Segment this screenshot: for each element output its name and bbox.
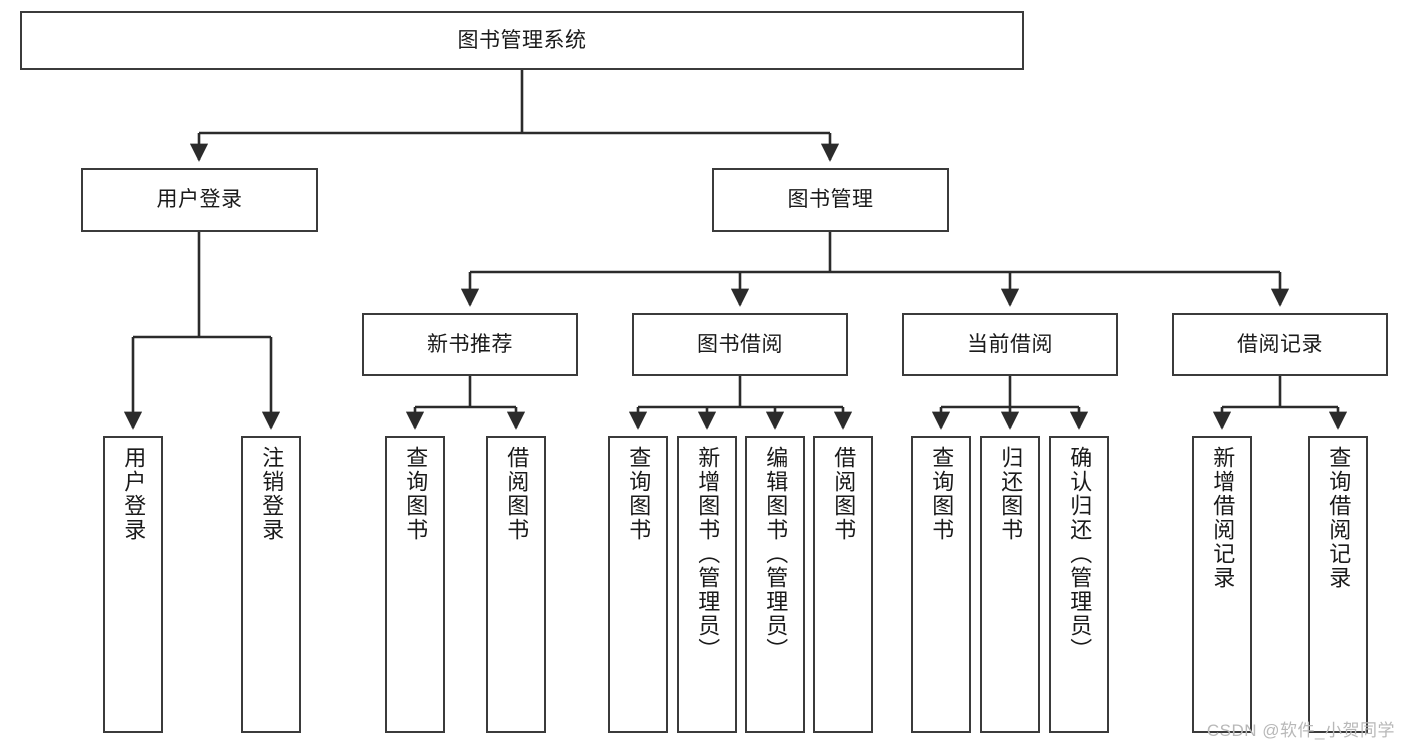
node-label: 确认归还（管理员） xyxy=(1067,446,1093,662)
leaf-new-book-query-book[interactable]: 查询图书 xyxy=(385,436,445,733)
leaf-current-return-book[interactable]: 归还图书 xyxy=(980,436,1040,733)
leaf-borrow-add-book-admin[interactable]: 新增图书（管理员） xyxy=(677,436,737,733)
node-book-management[interactable]: 图书管理 xyxy=(712,168,949,232)
node-label: 用户登录 xyxy=(121,446,147,542)
node-label: 新增借阅记录 xyxy=(1210,446,1236,590)
node-borrow-record[interactable]: 借阅记录 xyxy=(1172,313,1388,376)
node-label: 新书推荐 xyxy=(427,332,513,356)
node-label: 注销登录 xyxy=(259,446,285,542)
node-label: 用户登录 xyxy=(156,188,243,212)
node-label: 图书借阅 xyxy=(697,332,783,356)
leaf-current-query-book[interactable]: 查询图书 xyxy=(911,436,971,733)
node-label: 查询借阅记录 xyxy=(1326,446,1352,590)
leaf-borrow-borrow-book[interactable]: 借阅图书 xyxy=(813,436,873,733)
node-new-book-recommend[interactable]: 新书推荐 xyxy=(362,313,578,376)
leaf-record-query-record[interactable]: 查询借阅记录 xyxy=(1308,436,1368,733)
node-label: 编辑图书（管理员） xyxy=(763,446,789,662)
node-label: 查询图书 xyxy=(403,446,429,542)
node-label: 归还图书 xyxy=(998,446,1024,542)
leaf-current-confirm-return-admin[interactable]: 确认归还（管理员） xyxy=(1049,436,1109,733)
node-label: 借阅记录 xyxy=(1237,332,1323,356)
node-label: 借阅图书 xyxy=(831,446,857,542)
leaf-user-login-logout[interactable]: 注销登录 xyxy=(241,436,301,733)
node-root-book-management-system[interactable]: 图书管理系统 xyxy=(20,11,1024,70)
node-label: 查询图书 xyxy=(626,446,652,542)
node-label: 查询图书 xyxy=(929,446,955,542)
leaf-borrow-edit-book-admin[interactable]: 编辑图书（管理员） xyxy=(745,436,805,733)
node-label: 图书管理 xyxy=(787,188,874,212)
leaf-new-book-borrow-book[interactable]: 借阅图书 xyxy=(486,436,546,733)
node-label: 新增图书（管理员） xyxy=(695,446,721,662)
node-label: 图书管理系统 xyxy=(457,28,587,52)
leaf-user-login-login[interactable]: 用户登录 xyxy=(103,436,163,733)
leaf-record-add-record[interactable]: 新增借阅记录 xyxy=(1192,436,1252,733)
node-current-borrow[interactable]: 当前借阅 xyxy=(902,313,1118,376)
leaf-borrow-query-book[interactable]: 查询图书 xyxy=(608,436,668,733)
node-label: 借阅图书 xyxy=(504,446,530,542)
node-user-login[interactable]: 用户登录 xyxy=(81,168,318,232)
csdn-watermark: CSDN @软件_小贺同学 xyxy=(1206,721,1395,740)
node-book-borrow[interactable]: 图书借阅 xyxy=(632,313,848,376)
node-label: 当前借阅 xyxy=(967,332,1053,356)
